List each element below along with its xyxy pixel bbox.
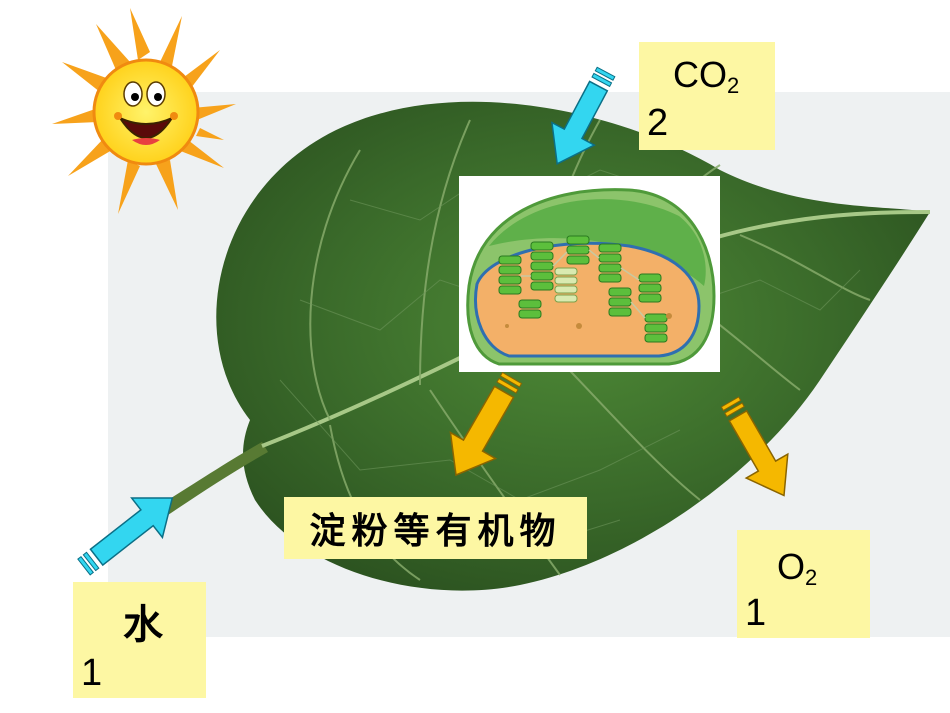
water-label: 水 1: [73, 582, 206, 698]
input-arrow-icon: [77, 497, 174, 576]
product-text: 淀粉等有机物: [309, 510, 562, 552]
chloroplast-image: [459, 176, 720, 372]
water-text: 水: [123, 601, 163, 648]
o2-coefficient: 1: [745, 592, 767, 634]
co2-coefficient: 2: [647, 102, 669, 144]
water-coefficient: 1: [81, 652, 103, 694]
output-arrow-icon: [720, 396, 789, 497]
sun-icon: [52, 8, 236, 214]
co2-label: CO2 2: [639, 42, 775, 150]
o2-label: O2 1: [737, 530, 870, 638]
output-arrow-icon: [449, 371, 523, 477]
input-arrow-icon: [551, 66, 616, 165]
co2-formula: CO2: [673, 54, 740, 98]
o2-formula: O2: [777, 546, 818, 590]
product-label: 淀粉等有机物: [284, 497, 587, 559]
